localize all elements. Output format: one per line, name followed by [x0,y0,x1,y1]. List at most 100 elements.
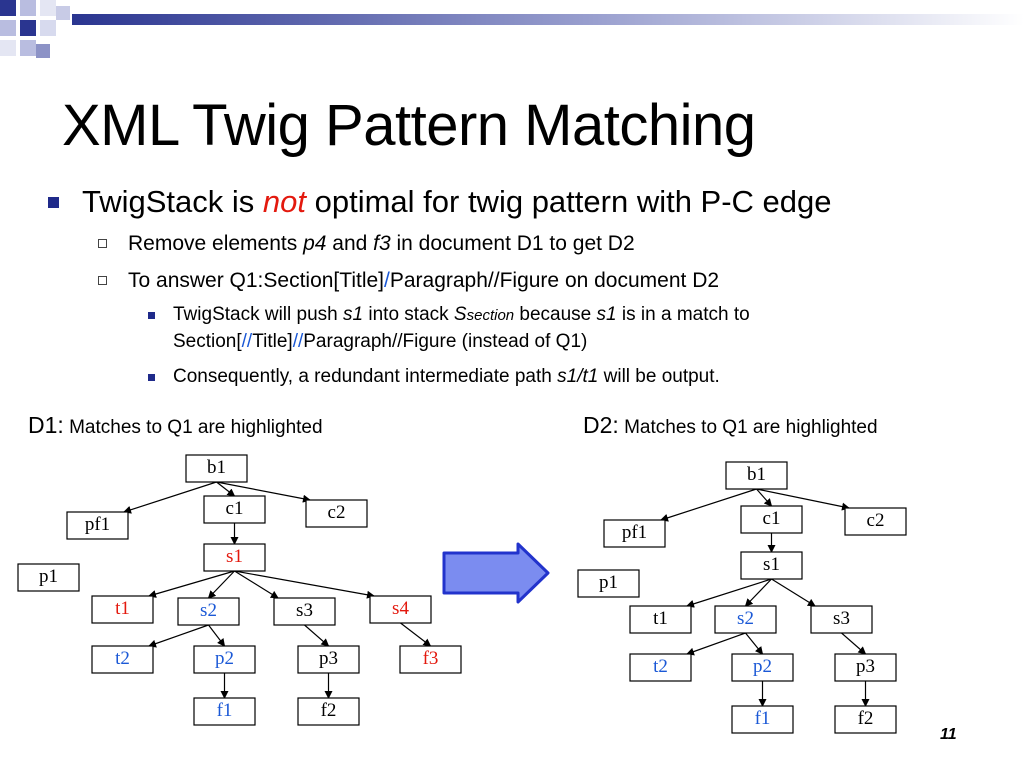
bullet-text: and [326,232,374,255]
stack-symbol: S [453,304,467,325]
node-label: f2 [321,700,337,721]
bullet-text: is in a match to [616,304,750,325]
node-f3: f3 [399,645,462,674]
bullet-text: Consequently, a redundant intermediate p… [173,366,558,387]
edge-b1-pf1 [123,481,217,514]
edge-s2-p2 [745,632,764,655]
node-label: s4 [392,598,409,619]
ad-separator: // [292,331,304,352]
header-decoration [0,0,1024,58]
node-s2: s2 [714,605,777,634]
node-t1: t1 [629,605,692,634]
edge-b1-c1 [216,481,236,497]
bullet-text: optimal for twig pattern with P-C edge [306,184,832,219]
edge-b1-c1 [756,488,773,507]
edge-b1-c2 [756,488,850,511]
deco-square [0,20,16,36]
bullet-remove-elements: Remove elements p4 and f3 in document D1… [128,232,635,256]
node-box [297,645,360,674]
node-p3: p3 [834,653,897,682]
node-box [844,507,907,536]
bullet-text: will be output. [598,366,720,387]
node-box [203,543,266,572]
bullet-text: Section[ [173,331,242,352]
node-p1: p1 [17,563,80,592]
bullet-twigstack-push: TwigStack will push s1 into stack Ssecti… [173,302,750,355]
node-p1: p1 [577,569,640,598]
node-box [273,597,336,626]
node-box [185,454,248,483]
bullet-text: TwigStack will push [173,304,344,325]
node-t2: t2 [629,653,692,682]
node-label: c2 [328,502,346,523]
edge-b1-c2 [216,481,311,503]
slide-title: XML Twig Pattern Matching [62,93,756,158]
node-pf1: pf1 [66,511,129,540]
node-label: s2 [737,608,754,629]
node-b1: b1 [725,461,788,490]
bullet-text: because [514,304,597,325]
edge-s1-s2 [744,578,772,607]
node-box [731,705,794,734]
node-label: f1 [217,700,233,721]
bullet-marker [98,276,107,285]
node-label: s1 [226,546,243,567]
bullet-to-answer-q1: To answer Q1:Section[Title]/Paragraph//F… [128,269,719,293]
d1-caption-text: Matches to Q1 are highlighted [63,417,323,438]
node-label: c1 [226,498,244,519]
node-box [577,569,640,598]
bullet-text: in document D1 to get D2 [390,232,635,255]
node-box [834,653,897,682]
node-box [305,499,368,528]
edge-b1-pf1 [660,488,757,522]
node-box [203,495,266,524]
bullet-text: into stack [363,304,454,325]
node-label: c1 [763,508,781,529]
bullet-text: Remove elements [128,232,304,255]
bullet-text: Paragraph//Figure on document D2 [389,269,720,292]
node-s3: s3 [810,605,873,634]
deco-square [20,0,36,16]
edge-s2-p2 [208,624,226,647]
deco-square [40,0,56,16]
node-box [66,511,129,540]
node-t2: t2 [91,645,154,674]
deco-square [56,6,70,20]
edge-s1-s2 [207,570,235,599]
node-box [369,595,432,624]
bullet-line: Section[//Title]//Paragraph//Figure (ins… [173,329,750,355]
node-c2: c2 [844,507,907,536]
edge-s1-t1 [686,578,772,608]
bullet-marker [148,312,155,319]
element-p4: p4 [303,232,327,255]
node-box [193,697,256,726]
deco-square [0,0,16,16]
ad-separator: // [241,331,253,352]
node-label: t2 [115,648,130,669]
bullet-twigstack-not-optimal: TwigStack is not optimal for twig patter… [82,184,832,220]
bullet-marker [98,239,107,248]
node-f1: f1 [731,705,794,734]
transform-arrow [442,542,550,604]
d1-label: D1: [28,412,64,438]
edge-s2-t2 [686,632,746,656]
d2-caption: D2: Matches to Q1 are highlighted [583,412,878,439]
node-box [725,461,788,490]
node-s2: s2 [177,597,240,626]
edge-s1-s3 [234,570,279,599]
node-f2: f2 [297,697,360,726]
edge-s1-s4 [234,570,375,599]
header-gradient-bar [72,14,1024,25]
node-label: t1 [653,608,668,629]
edge-s4-f3 [400,622,432,647]
node-p2: p2 [193,645,256,674]
node-label: f2 [858,708,874,729]
node-s3: s3 [273,597,336,626]
d2-label: D2: [583,412,619,438]
node-box [740,505,803,534]
node-c2: c2 [305,499,368,528]
node-label: p2 [215,648,234,669]
node-box [834,705,897,734]
